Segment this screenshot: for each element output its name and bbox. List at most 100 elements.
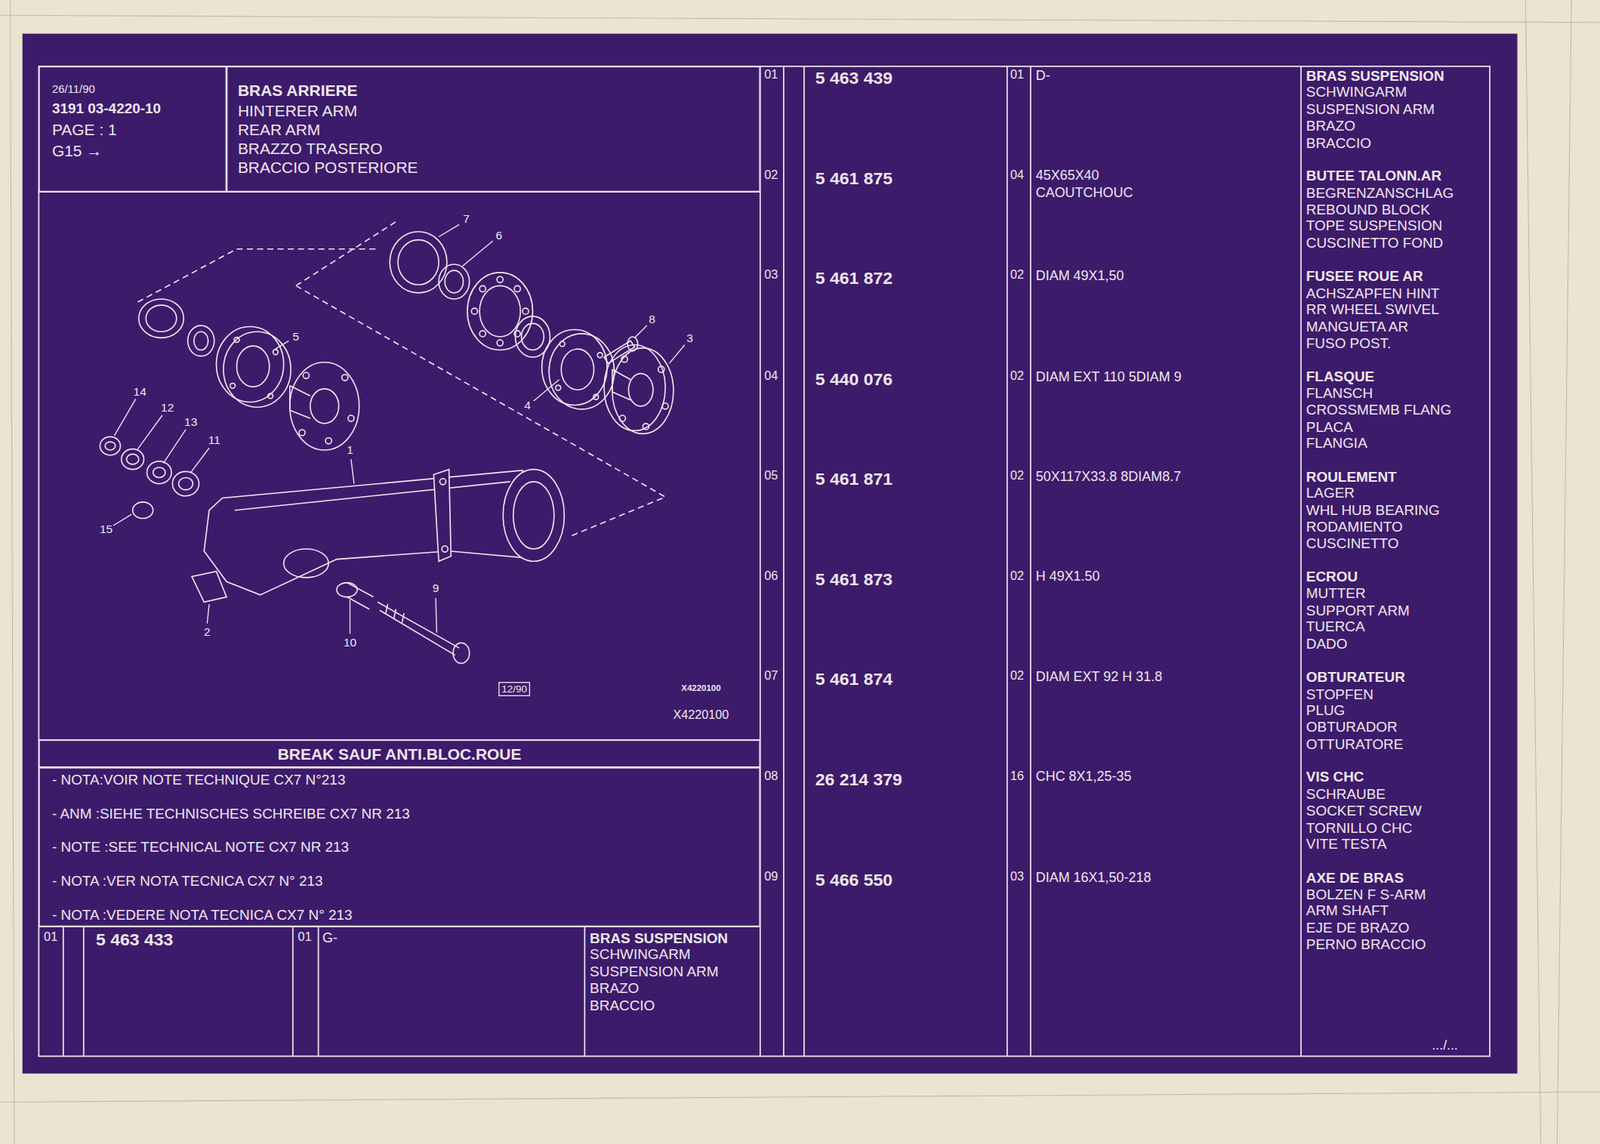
leader-line xyxy=(351,459,355,484)
quantity: 03 xyxy=(1010,869,1024,885)
part-description: LAGER xyxy=(1306,484,1355,502)
part-description: BRAS SUSPENSION xyxy=(1306,67,1445,84)
callout-number: 4 xyxy=(524,399,531,414)
part-description: CROSSMEMB FLANG xyxy=(1306,401,1452,419)
leader-line xyxy=(533,379,560,401)
bolt-hole xyxy=(439,478,446,485)
part-description: CUSCINETTO FOND xyxy=(1306,234,1444,251)
leader-line xyxy=(191,447,210,472)
quantity: 01 xyxy=(298,931,312,946)
quantity: 02 xyxy=(1010,369,1024,384)
bearing xyxy=(194,331,209,350)
hub xyxy=(612,369,631,401)
bearing-ball xyxy=(471,308,478,315)
leader-line xyxy=(349,600,351,635)
leader-line xyxy=(137,415,162,450)
washer xyxy=(147,461,172,485)
washer xyxy=(153,467,166,478)
callout-number: 11 xyxy=(208,434,221,448)
scratch xyxy=(10,0,15,1144)
hub xyxy=(612,348,674,435)
group-frame xyxy=(137,220,666,537)
arm-shaft xyxy=(453,642,470,663)
part-description: FLANSCH xyxy=(1306,384,1373,401)
part-number: 5 461 873 xyxy=(815,569,893,589)
bolt-hole xyxy=(230,382,236,389)
pivot-boss xyxy=(283,548,329,578)
leader-line xyxy=(669,345,685,364)
item-number: 03 xyxy=(764,268,778,284)
flange xyxy=(223,331,291,407)
bearing-ball xyxy=(496,276,503,283)
part-description: RR WHEEL SWIVEL xyxy=(1306,301,1440,318)
bolt-hole xyxy=(441,545,448,552)
leader-line xyxy=(435,598,437,633)
grid-line xyxy=(38,66,1301,1057)
part-description: PLUG xyxy=(1306,702,1346,719)
bearing-ball xyxy=(522,308,529,315)
part-number: 26 214 379 xyxy=(815,770,903,790)
callout-number: 2 xyxy=(203,625,211,640)
date-stamp: 12/90 xyxy=(498,681,531,696)
leader-line xyxy=(206,604,210,624)
part-spec: DIAM EXT 110 5DIAM 9 xyxy=(1035,368,1182,385)
bolt-hole xyxy=(268,393,274,399)
title-translation: BRACCIO POSTERIORE xyxy=(237,158,419,177)
callout-number: 6 xyxy=(496,228,503,243)
quantity: 02 xyxy=(1010,669,1024,685)
part-description: BRACCIO xyxy=(1306,134,1372,152)
drawing-code: X4220100 xyxy=(681,684,721,694)
bush xyxy=(336,582,358,598)
leader-line xyxy=(635,325,648,338)
suspension-arm xyxy=(234,481,511,511)
title-box: BRAS ARRIEREHINTERER ARMREAR ARMBRAZZO T… xyxy=(226,66,761,192)
variant-text: BREAK SAUF ANTI.BLOC.ROUE xyxy=(277,745,522,764)
part-description: OBTURADOR xyxy=(1306,718,1398,736)
bolt-hole xyxy=(593,394,599,400)
note-text: - NOTA :VEDERE NOTA TECNICA CX7 N° 213 xyxy=(52,906,353,923)
part-description: BUTEE TALONN.AR xyxy=(1306,167,1442,185)
callout-number: 3 xyxy=(686,332,694,346)
variant-band: BREAK SAUF ANTI.BLOC.ROUE xyxy=(38,739,760,768)
part-spec: DIAM 49X1,50 xyxy=(1035,268,1125,284)
part-description: BEGRENZANSCHLAG xyxy=(1306,184,1455,201)
item-number: 07 xyxy=(764,669,778,685)
quantity: 02 xyxy=(1010,268,1024,284)
washer xyxy=(126,453,139,465)
note-text: - ANM :SIEHE TECHNISCHES SCHREIBE CX7 NR… xyxy=(52,804,411,822)
part-description: ECROU xyxy=(1306,568,1358,586)
ring xyxy=(444,270,463,293)
leader-lines xyxy=(113,224,685,634)
part-description: VIS CHC xyxy=(1306,768,1365,786)
item-number: 04 xyxy=(764,369,778,384)
bearing-ball xyxy=(479,285,486,292)
quantity: 04 xyxy=(1010,168,1024,183)
bearing-ball xyxy=(496,339,503,346)
washer xyxy=(178,477,193,490)
part-description: FUSO POST. xyxy=(1306,334,1391,352)
bolt-hole xyxy=(621,356,628,363)
part-description: RODAMIENTO xyxy=(1306,517,1403,535)
part-number: 5 461 872 xyxy=(815,268,893,289)
part-description: PLACA xyxy=(1306,418,1354,435)
callout-number: 7 xyxy=(462,212,470,227)
part-description: STOPFEN xyxy=(1306,685,1374,703)
part-description: SCHRAUBE xyxy=(1306,785,1386,802)
part-description: OTTURATORE xyxy=(1306,735,1404,753)
part-description: BOLZEN F S-ARM xyxy=(1306,885,1427,903)
part-description: TOPE SUSPENSION xyxy=(1306,217,1443,235)
arm-flange xyxy=(502,469,565,562)
film-panel xyxy=(22,33,1518,1074)
part-description: BRAZO xyxy=(1306,117,1356,135)
bolt-hole xyxy=(597,352,603,358)
bush xyxy=(346,582,374,610)
bolt-hole xyxy=(342,374,349,381)
arm-bracket xyxy=(433,469,451,562)
bolt-hole xyxy=(325,437,332,444)
bolt-hole xyxy=(555,385,562,391)
bolt-hole xyxy=(662,403,669,410)
rebound-block xyxy=(191,571,227,603)
ring xyxy=(438,264,470,300)
part-description: CUSCINETTO xyxy=(1306,535,1400,552)
part-description: MANGUETA AR xyxy=(1306,317,1409,335)
